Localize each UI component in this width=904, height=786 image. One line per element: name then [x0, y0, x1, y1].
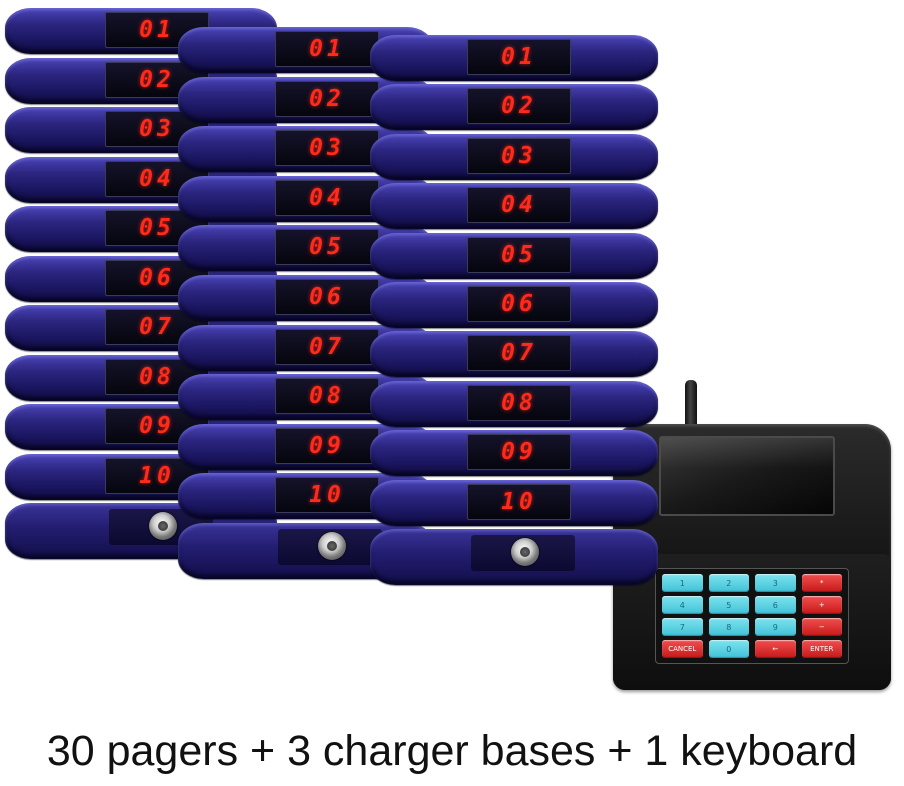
pager-number-display: 07 [105, 309, 209, 345]
pager: 03 [178, 126, 433, 172]
pager-number-display: 03 [275, 130, 379, 166]
pager-number-display: 06 [275, 279, 379, 315]
pager: 03 [370, 134, 658, 180]
keypad-key[interactable]: ENTER [801, 640, 842, 658]
pager-number-display: 09 [275, 428, 379, 464]
pager-number-display: 09 [467, 434, 571, 470]
charging-pin-icon [149, 512, 177, 540]
keypad-key[interactable]: + [801, 596, 842, 614]
keypad-key[interactable]: * [801, 574, 842, 592]
pager-number-display: 02 [467, 88, 571, 124]
pager-number-display: 05 [275, 229, 379, 265]
pager-number-display: 08 [275, 378, 379, 414]
pager-number-display: 10 [275, 477, 379, 513]
keypad-key[interactable]: ← [755, 640, 796, 658]
keypad-key[interactable]: 2 [708, 574, 749, 592]
product-caption: 30 pagers + 3 charger bases + 1 keyboard [46, 727, 858, 775]
keypad-key[interactable]: − [801, 618, 842, 636]
keypad-key[interactable]: 4 [662, 596, 703, 614]
pager-number-display: 04 [467, 187, 571, 223]
pager-number-display: 02 [275, 81, 379, 117]
keypad-key[interactable]: 8 [708, 618, 749, 636]
keypad-key[interactable]: 0 [708, 640, 749, 658]
pager-number-display: 07 [275, 329, 379, 365]
pager: 01 [370, 35, 658, 81]
pager-stack-right: 01 02 03 04 05 06 07 08 09 10 [370, 35, 658, 588]
keypad-key[interactable]: 1 [662, 574, 703, 592]
charging-pin-icon [318, 532, 346, 560]
pager: 10 [370, 480, 658, 526]
charging-port [471, 535, 575, 571]
pager: 02 [370, 84, 658, 130]
pager-number-display: 01 [467, 39, 571, 75]
keypad-key[interactable]: 5 [708, 596, 749, 614]
pager-number-display: 05 [467, 237, 571, 273]
pager: 08 [370, 381, 658, 427]
charger-base [370, 529, 658, 585]
keypad-key[interactable]: 6 [755, 596, 796, 614]
pager: 09 [370, 430, 658, 476]
keypad-key[interactable]: 3 [755, 574, 796, 592]
pager-number-display: 03 [467, 138, 571, 174]
pager-number-display: 07 [467, 335, 571, 371]
pager: 07 [370, 331, 658, 377]
keypad-key[interactable]: 9 [755, 618, 796, 636]
pager: 04 [370, 183, 658, 229]
charging-port [278, 529, 382, 565]
pager-number-display: 06 [467, 286, 571, 322]
keypad-key[interactable]: CANCEL [662, 640, 703, 658]
pager-number-display: 08 [467, 385, 571, 421]
pager-number-display: 10 [467, 484, 571, 520]
pager: 05 [370, 233, 658, 279]
charging-pin-icon [511, 538, 539, 566]
pager-number-display: 01 [275, 31, 379, 67]
keyboard-screen [659, 436, 835, 516]
pager-number-display: 04 [275, 180, 379, 216]
keypad-key[interactable]: 7 [662, 618, 703, 636]
pager: 06 [370, 282, 658, 328]
